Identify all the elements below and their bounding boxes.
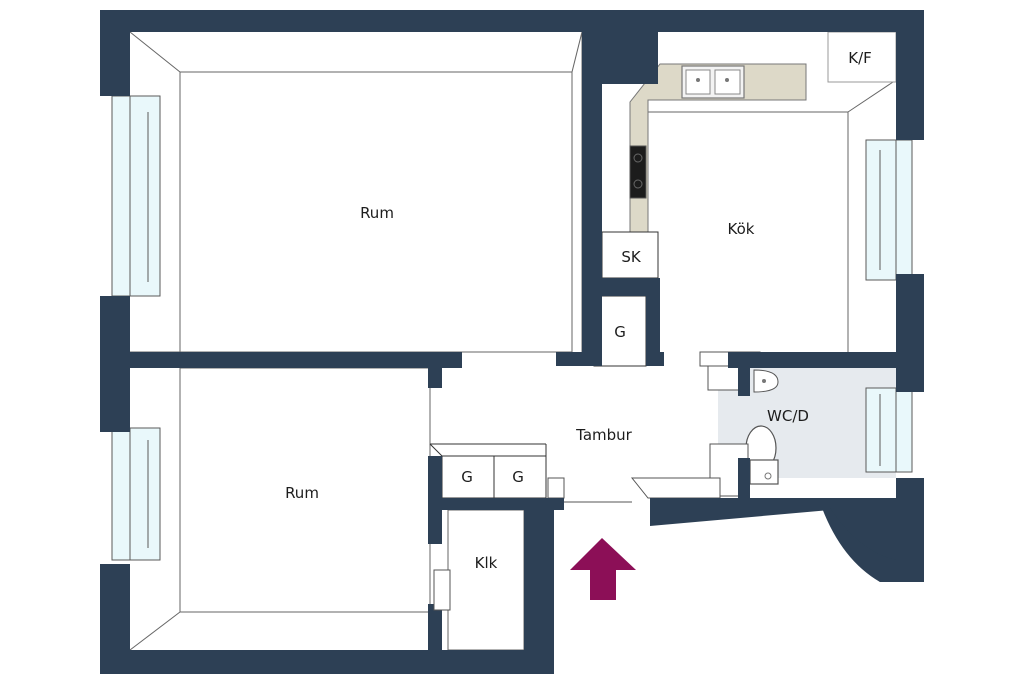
door-lines — [433, 501, 632, 611]
wardrobes — [429, 295, 647, 499]
room-label-kitchen: Kök — [728, 220, 755, 238]
walls — [100, 10, 924, 674]
room-label-bathroom: WC/D — [767, 407, 809, 425]
room-label-wardrobe-right: G — [512, 468, 524, 486]
room-label-fridge-freezer: K/F — [848, 49, 872, 67]
floors — [130, 32, 896, 650]
room-label-closet-sk: SK — [621, 248, 642, 266]
entrance-arrow-icon — [570, 538, 636, 600]
stove-icon — [629, 145, 647, 199]
room-label-living-top: Rum — [360, 204, 394, 222]
windows — [111, 95, 913, 561]
room-label-wardrobe-center: G — [614, 323, 626, 341]
room-label-living-bottom: Rum — [285, 484, 319, 502]
room-label-walk-in-closet: Klk — [475, 554, 498, 572]
sink-icon — [681, 65, 745, 99]
toilet-icon — [745, 425, 779, 485]
room-label-wardrobe-left: G — [461, 468, 473, 486]
room-label-hallway: Tambur — [575, 426, 633, 444]
